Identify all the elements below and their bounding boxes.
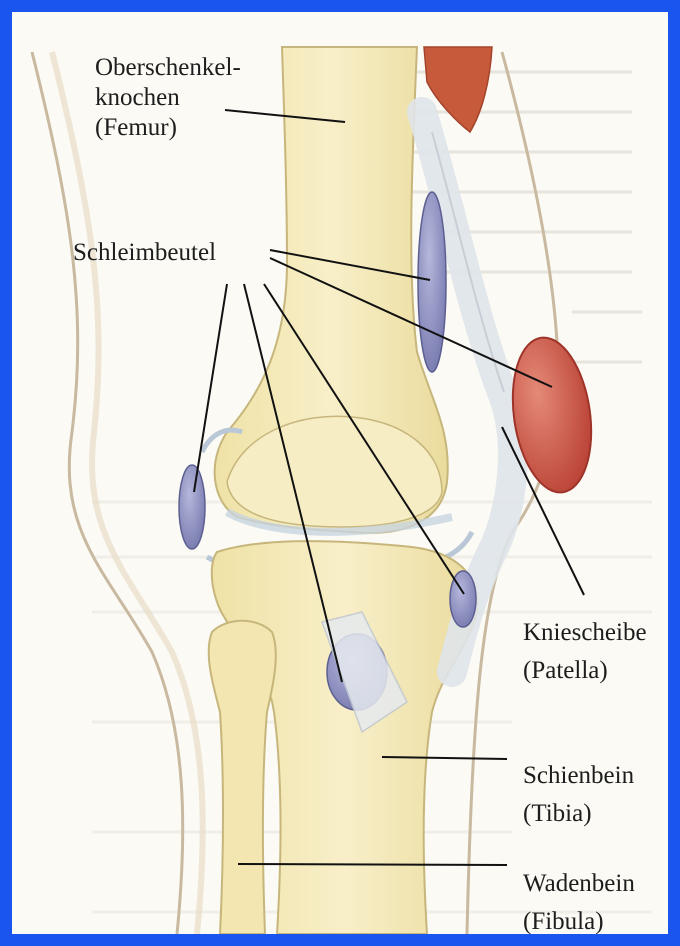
- skin-outline-left: [32, 52, 183, 934]
- label-tibia-line2: (Tibia): [523, 799, 634, 829]
- bursa-suprapatellar: [418, 192, 446, 372]
- label-femur: Oberschenkel- knochen (Femur): [95, 53, 241, 143]
- label-fibula: Wadenbein (Fibula): [523, 869, 635, 934]
- label-femur-line3: (Femur): [95, 113, 241, 143]
- label-patella-line1: Kniescheibe: [523, 618, 647, 648]
- label-fibula-line2: (Fibula): [523, 907, 635, 934]
- diagram-frame: Oberschenkel- knochen (Femur) Schleimbeu…: [12, 12, 668, 934]
- label-fibula-line1: Wadenbein: [523, 869, 635, 899]
- label-femur-line1: Oberschenkel-: [95, 53, 241, 83]
- label-patella-line2: (Patella): [523, 656, 647, 686]
- label-patella: Kniescheibe (Patella): [523, 618, 647, 686]
- bursa-lateral: [179, 465, 205, 549]
- label-bursa: Schleimbeutel: [73, 238, 216, 268]
- label-tibia: Schienbein (Tibia): [523, 761, 634, 829]
- label-femur-line2: knochen: [95, 83, 241, 113]
- label-tibia-line1: Schienbein: [523, 761, 634, 791]
- fibula-bone: [209, 621, 276, 934]
